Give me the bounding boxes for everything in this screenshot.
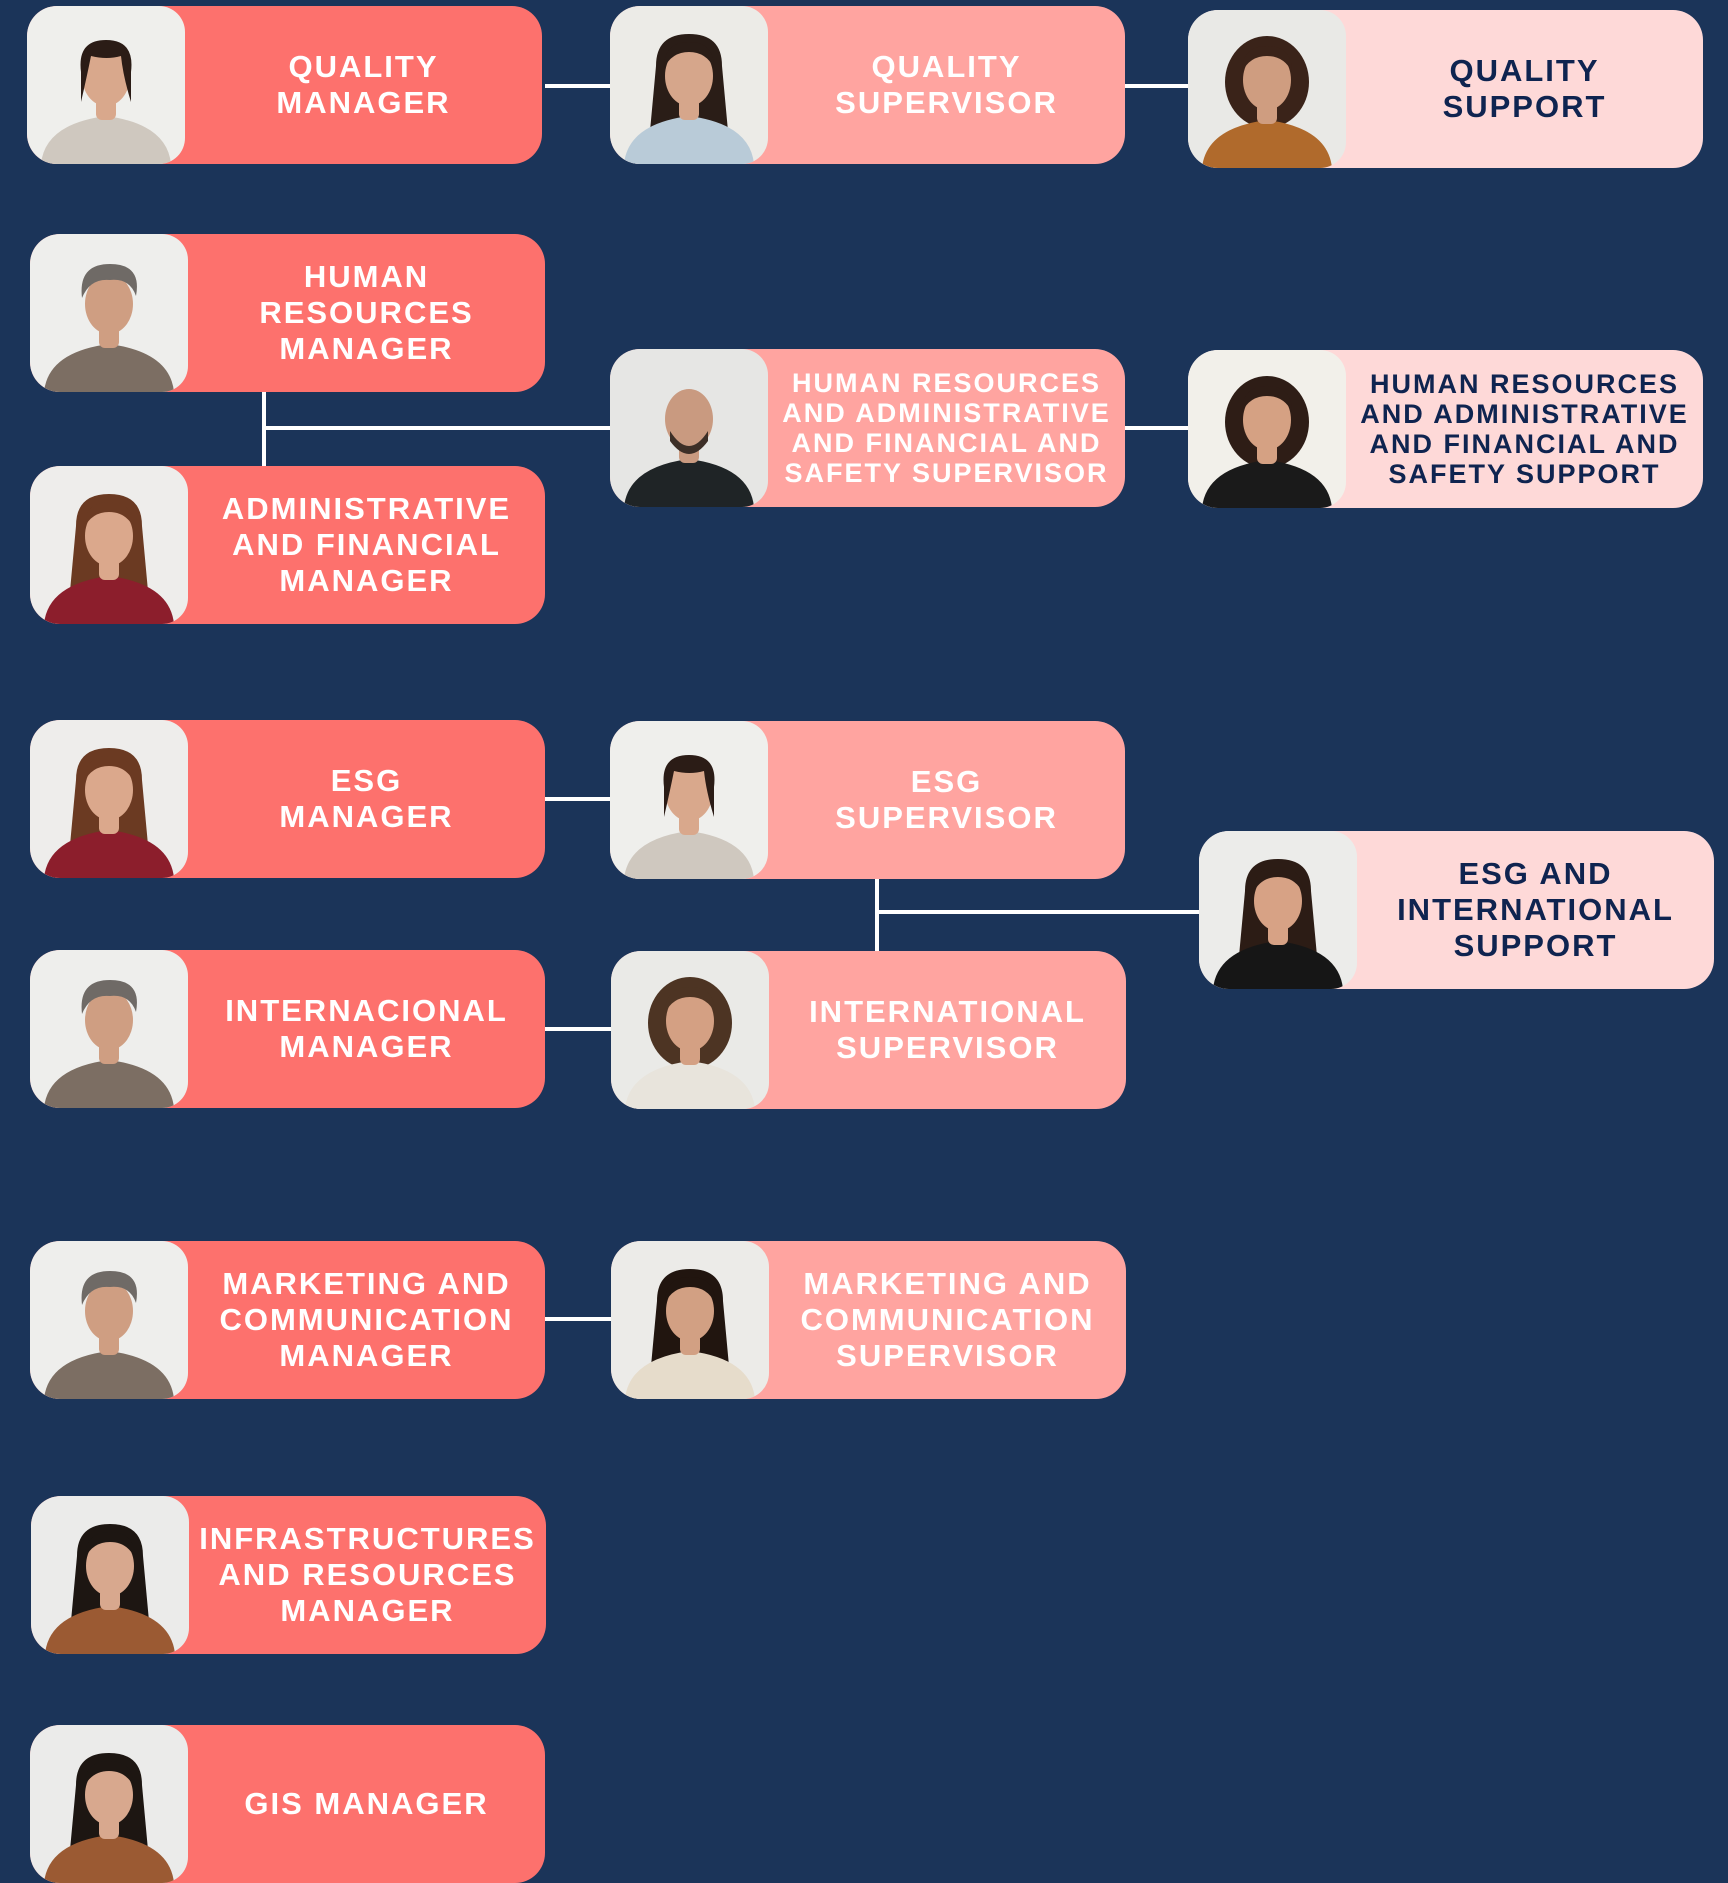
mkt-manager-photo <box>30 1241 188 1399</box>
person-silhouette-icon <box>1213 859 1343 989</box>
person-silhouette-icon <box>1202 36 1332 168</box>
esg-supervisor-title: ESG SUPERVISOR <box>835 764 1058 835</box>
person-silhouette-icon <box>625 977 755 1109</box>
mkt-supervisor-title: MARKETING AND COMMUNICATION SUPERVISOR <box>800 1266 1095 1373</box>
infra-manager-title: INFRASTRUCTURES AND RESOURCES MANAGER <box>199 1521 536 1628</box>
gis-manager-title: GIS MANAGER <box>244 1786 489 1821</box>
esg-intl-support-photo <box>1199 831 1357 989</box>
esg-intl-support-title: ESG AND INTERNATIONAL SUPPORT <box>1397 856 1674 963</box>
quality-support-photo <box>1188 10 1346 168</box>
quality-supervisor-photo <box>610 6 768 164</box>
intl-manager-photo <box>30 950 188 1108</box>
gis-manager-photo <box>30 1725 188 1883</box>
admin-fin-manager-card: ADMINISTRATIVE AND FINANCIAL MANAGER <box>30 466 545 624</box>
person-silhouette-icon <box>624 755 754 879</box>
esg-supervisor-photo <box>610 721 768 879</box>
infra-manager-photo <box>31 1496 189 1654</box>
quality-support-card: QUALITY SUPPORT <box>1188 10 1703 168</box>
person-silhouette-icon <box>44 264 174 392</box>
gis-manager-card: GIS MANAGER <box>30 1725 545 1883</box>
hr-manager-title: HUMAN RESOURCES MANAGER <box>259 259 474 366</box>
person-silhouette-icon <box>44 1271 174 1399</box>
mkt-manager-title: MARKETING AND COMMUNICATION MANAGER <box>219 1266 514 1373</box>
person-silhouette-icon <box>44 494 174 624</box>
quality-supervisor-title: QUALITY SUPERVISOR <box>835 49 1058 120</box>
esg-manager-photo <box>30 720 188 878</box>
hr-supervisor-card: HUMAN RESOURCES AND ADMINISTRATIVE AND F… <box>610 349 1125 507</box>
admin-fin-manager-title: ADMINISTRATIVE AND FINANCIAL MANAGER <box>221 491 512 598</box>
person-silhouette-icon <box>624 389 754 507</box>
intl-supervisor-photo <box>611 951 769 1109</box>
person-silhouette-icon <box>624 34 754 164</box>
esg-supervisor-card: ESG SUPERVISOR <box>610 721 1125 879</box>
quality-support-title: QUALITY SUPPORT <box>1442 53 1607 124</box>
quality-manager-photo <box>27 6 185 164</box>
hr-support-photo <box>1188 350 1346 508</box>
intl-supervisor-title: INTERNATIONAL SUPERVISOR <box>809 994 1086 1065</box>
esg-manager-card: ESG MANAGER <box>30 720 545 878</box>
mkt-supervisor-photo <box>611 1241 769 1399</box>
intl-manager-card: INTERNACIONAL MANAGER <box>30 950 545 1108</box>
hr-manager-card: HUMAN RESOURCES MANAGER <box>30 234 545 392</box>
hr-support-title: HUMAN RESOURCES AND ADMINISTRATIVE AND F… <box>1360 369 1689 489</box>
hr-supervisor-photo <box>610 349 768 507</box>
person-silhouette-icon <box>44 1753 174 1883</box>
hr-support-card: HUMAN RESOURCES AND ADMINISTRATIVE AND F… <box>1188 350 1703 508</box>
esg-manager-title: ESG MANAGER <box>279 763 454 834</box>
hr-supervisor-title: HUMAN RESOURCES AND ADMINISTRATIVE AND F… <box>782 368 1111 488</box>
person-silhouette-icon <box>625 1269 755 1399</box>
person-silhouette-icon <box>1202 376 1332 508</box>
admin-fin-manager-photo <box>30 466 188 624</box>
hr-manager-photo <box>30 234 188 392</box>
quality-manager-card: QUALITY MANAGER <box>27 6 542 164</box>
mkt-supervisor-card: MARKETING AND COMMUNICATION SUPERVISOR <box>611 1241 1126 1399</box>
person-silhouette-icon <box>45 1524 175 1654</box>
mkt-manager-card: MARKETING AND COMMUNICATION MANAGER <box>30 1241 545 1399</box>
intl-manager-title: INTERNACIONAL MANAGER <box>225 993 508 1064</box>
person-silhouette-icon <box>41 40 171 164</box>
intl-supervisor-card: INTERNATIONAL SUPERVISOR <box>611 951 1126 1109</box>
esg-intl-support-card: ESG AND INTERNATIONAL SUPPORT <box>1199 831 1714 989</box>
quality-manager-title: QUALITY MANAGER <box>276 49 451 120</box>
person-silhouette-icon <box>44 980 174 1108</box>
infra-manager-card: INFRASTRUCTURES AND RESOURCES MANAGER <box>31 1496 546 1654</box>
person-silhouette-icon <box>44 748 174 878</box>
quality-supervisor-card: QUALITY SUPERVISOR <box>610 6 1125 164</box>
